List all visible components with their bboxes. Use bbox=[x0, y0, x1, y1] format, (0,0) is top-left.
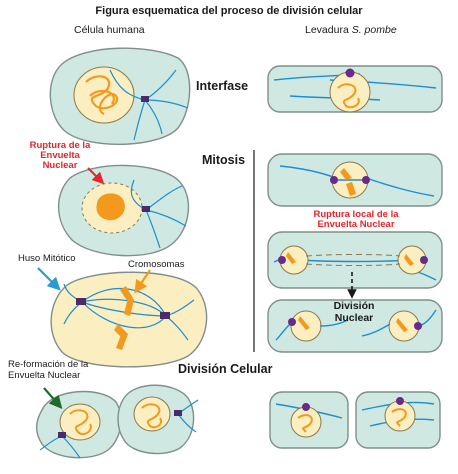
spb bbox=[345, 68, 355, 78]
spb bbox=[420, 256, 428, 264]
nucleus bbox=[73, 66, 135, 124]
label-nuclear-division: División Nuclear bbox=[333, 300, 375, 324]
spindle-arrow bbox=[37, 267, 61, 291]
column-header-human: Célula humana bbox=[74, 24, 145, 36]
spb bbox=[414, 322, 422, 330]
spb bbox=[330, 176, 338, 184]
chromosome-arrow bbox=[134, 269, 151, 294]
label-spindle: Huso Mitótico bbox=[18, 253, 76, 264]
label-local-rupture: Ruptura local de la Envuelta Nuclear bbox=[313, 209, 399, 230]
stage-interphase: Interfase bbox=[196, 79, 249, 93]
centrosome bbox=[58, 432, 66, 438]
figure-title: Figura esquematica del proceso de divisi… bbox=[95, 5, 363, 17]
cell-membrane bbox=[50, 271, 208, 368]
centrosome bbox=[141, 96, 149, 102]
chromatin bbox=[69, 409, 92, 436]
stage-mitosis: Mitosis bbox=[202, 153, 246, 167]
yeast-cell-local-rupture bbox=[267, 231, 443, 299]
centrosome bbox=[160, 312, 170, 319]
stage-cell-division: División Celular bbox=[178, 362, 273, 376]
chromatin bbox=[340, 168, 356, 196]
nucleus-left bbox=[290, 406, 322, 438]
label-envelope-rupture: Ruptura de la Envuelta Nuclear bbox=[29, 140, 91, 171]
nucleus-right bbox=[384, 400, 416, 432]
chromosomes bbox=[114, 286, 134, 350]
spb bbox=[362, 176, 370, 184]
green-arrow bbox=[43, 387, 63, 409]
cell-wall bbox=[267, 231, 443, 289]
yeast-cell-mitosis bbox=[267, 153, 443, 207]
chromatin bbox=[85, 75, 119, 115]
human-daughter-cell-right bbox=[117, 384, 199, 455]
human-daughter-cell-left bbox=[36, 387, 122, 459]
condensed-chromatin bbox=[96, 193, 125, 221]
yeast-cell-nuclear-division bbox=[267, 299, 443, 353]
human-cell-interphase bbox=[49, 47, 191, 145]
spb bbox=[278, 256, 286, 264]
spb bbox=[302, 403, 310, 411]
column-header-yeast: Levadura S. pombe bbox=[305, 24, 397, 36]
centrosome bbox=[174, 410, 182, 416]
yeast-daughter-cells bbox=[269, 391, 441, 449]
nucleus bbox=[329, 71, 371, 113]
centrosome bbox=[142, 206, 150, 212]
microtubules bbox=[109, 69, 189, 141]
label-envelope-reformation: Re-formación de la Envuelta Nuclear bbox=[8, 359, 89, 381]
yeast-cell-interphase bbox=[267, 65, 443, 113]
spb bbox=[288, 318, 296, 326]
chromatin bbox=[337, 83, 360, 109]
red-arrow bbox=[87, 167, 105, 185]
human-cell-spindle bbox=[37, 267, 208, 368]
nucleus bbox=[133, 396, 171, 432]
label-chromosomes: Cromosomas bbox=[128, 259, 185, 270]
chromatin bbox=[141, 403, 162, 429]
spb bbox=[396, 397, 404, 405]
centrosome bbox=[76, 298, 86, 305]
human-cell-envelope-rupture bbox=[57, 164, 190, 257]
